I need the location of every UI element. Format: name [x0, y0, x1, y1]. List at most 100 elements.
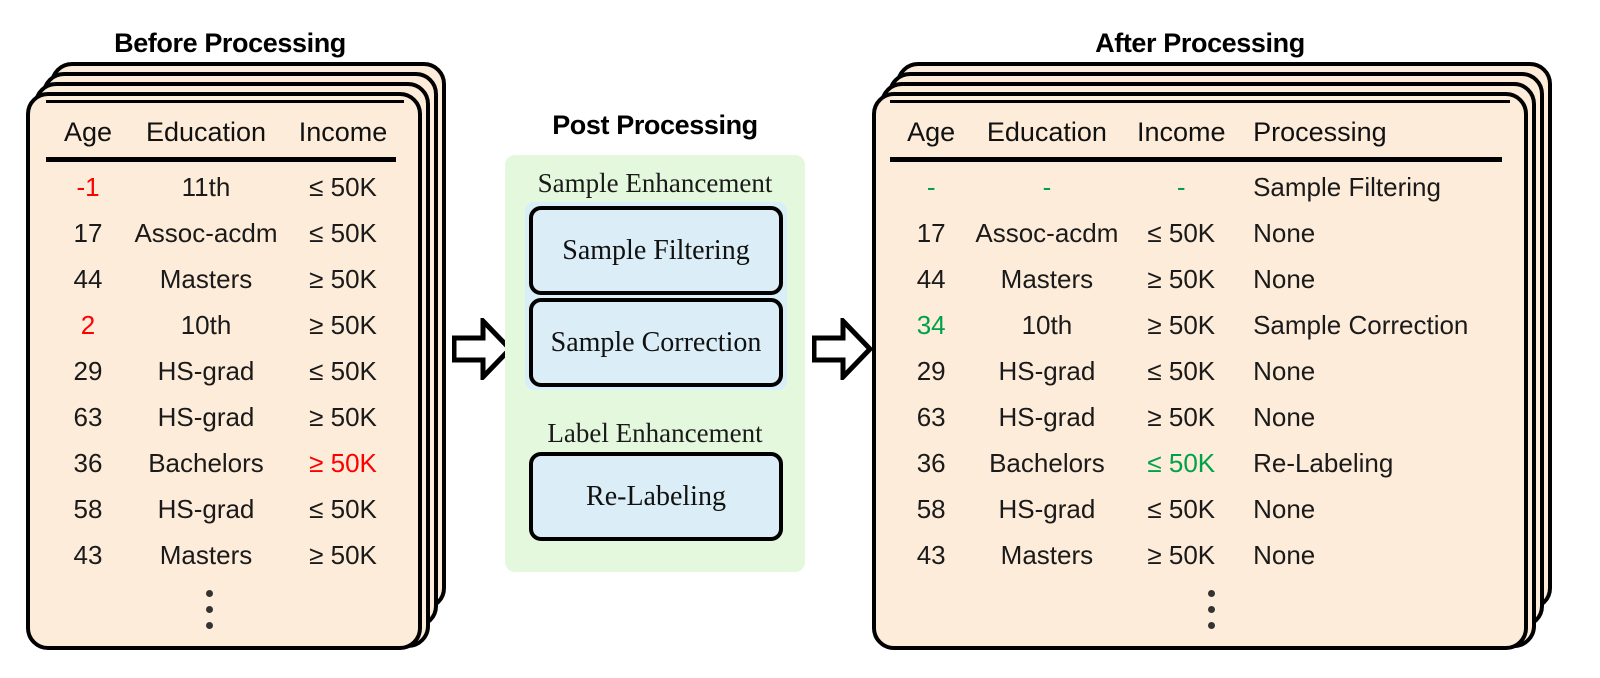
cell-income: ≥ 50K: [309, 539, 377, 570]
cell-income: ≥ 50K: [1147, 401, 1216, 432]
cell-age: 17: [916, 217, 946, 248]
arrow-processing-to-after: [811, 314, 874, 384]
cell-income: ≥ 50K: [1147, 309, 1216, 340]
before-col-header-age: Age: [63, 116, 113, 147]
cell-education: HS-grad: [998, 355, 1096, 386]
cell-income: -: [1176, 171, 1186, 202]
cell-education: Masters: [159, 539, 253, 570]
cell-age: -1: [76, 171, 100, 202]
cell-education: Assoc-acdm: [975, 217, 1119, 248]
cell-income: ≤ 50K: [309, 217, 377, 248]
sample-filtering-box[interactable]: Sample Filtering: [529, 206, 783, 295]
before-table-header-underline: [46, 157, 396, 162]
cell-age: 29: [73, 355, 103, 386]
cell-age: 58: [73, 493, 103, 524]
table-row: 58 HS-grad ≤ 50K: [46, 486, 404, 532]
cell-age: 17: [73, 217, 103, 248]
table-row: 34 10th ≥ 50K Sample Correction: [890, 302, 1510, 348]
after-col-header-income: Income: [1136, 116, 1226, 147]
post-processing-title: Post Processing: [552, 110, 758, 140]
cell-income: ≥ 50K: [1147, 539, 1216, 570]
before-table-continuation-ellipsis: [206, 590, 213, 629]
label-enhancement-group-label: Label Enhancement: [547, 418, 763, 448]
cell-education: 11th: [181, 171, 231, 202]
cell-education: Masters: [1000, 263, 1094, 294]
cell-income: ≤ 50K: [309, 493, 377, 524]
after-table-header-underline: [890, 157, 1502, 162]
table-row: -1 11th ≤ 50K: [46, 164, 404, 210]
before-table-body: -1 11th ≤ 50K 17 Assoc-acdm ≤ 50K 44 Mas…: [46, 164, 404, 578]
cell-education: Assoc-acdm: [134, 217, 278, 248]
cell-education: Bachelors: [148, 447, 264, 478]
re-labeling-box[interactable]: Re-Labeling: [529, 452, 783, 541]
cell-income: ≤ 50K: [309, 355, 377, 386]
cell-income: ≥ 50K: [309, 263, 377, 294]
cell-age: 36: [73, 447, 103, 478]
cell-age: 34: [916, 309, 946, 340]
cell-age: 63: [73, 401, 103, 432]
ellipsis-dot: [1208, 622, 1215, 629]
before-card-stack: Age Education Income -1 11th ≤ 50K 17 As…: [26, 62, 446, 650]
table-row: 44 Masters ≥ 50K: [46, 256, 404, 302]
cell-processing: Sample Filtering: [1253, 171, 1441, 202]
cell-age: -: [926, 171, 936, 202]
cell-processing: None: [1253, 539, 1316, 570]
cell-age: 43: [73, 539, 103, 570]
before-sheet-front: [26, 92, 422, 650]
cell-education: Masters: [1000, 539, 1094, 570]
cell-processing: None: [1253, 355, 1316, 386]
before-panel-title: Before Processing: [114, 28, 346, 58]
after-col-header-age: Age: [907, 116, 956, 147]
table-row: 36 Bachelors ≤ 50K Re-Labeling: [890, 440, 1510, 486]
cell-education: Bachelors: [989, 447, 1105, 478]
after-table: Age Education Income Processing - - - Sa…: [890, 100, 1510, 630]
cell-education: HS-grad: [157, 401, 255, 432]
sample-correction-box[interactable]: Sample Correction: [529, 298, 783, 387]
after-col-header-education: Education: [986, 116, 1107, 147]
cell-age: 2: [80, 309, 96, 340]
table-row: 58 HS-grad ≤ 50K None: [890, 486, 1510, 532]
cell-education: HS-grad: [157, 493, 255, 524]
table-row: 36 Bachelors ≥ 50K: [46, 440, 404, 486]
cell-income: ≥ 50K: [309, 401, 377, 432]
cell-age: 36: [916, 447, 946, 478]
table-row: 44 Masters ≥ 50K None: [890, 256, 1510, 302]
cell-processing: None: [1253, 401, 1316, 432]
after-table-continuation-ellipsis: [1208, 590, 1215, 629]
cell-education: Masters: [159, 263, 253, 294]
table-row: 29 HS-grad ≤ 50K: [46, 348, 404, 394]
after-sheet-front: [872, 92, 1528, 650]
ellipsis-dot: [206, 606, 213, 613]
cell-processing: None: [1253, 493, 1316, 524]
cell-age: 58: [916, 493, 946, 524]
cell-age: 29: [916, 355, 946, 386]
before-col-header-income: Income: [298, 116, 388, 147]
sample-enhancement-group-label: Sample Enhancement: [537, 168, 773, 198]
table-row: 63 HS-grad ≥ 50K: [46, 394, 404, 440]
cell-education: -: [1042, 171, 1052, 202]
cell-age: 63: [916, 401, 946, 432]
table-row: 17 Assoc-acdm ≤ 50K None: [890, 210, 1510, 256]
before-table: Age Education Income -1 11th ≤ 50K 17 As…: [46, 100, 404, 630]
table-row: 43 Masters ≥ 50K None: [890, 532, 1510, 578]
table-row: 43 Masters ≥ 50K: [46, 532, 404, 578]
table-row: 63 HS-grad ≥ 50K None: [890, 394, 1510, 440]
after-panel-title: After Processing: [1095, 28, 1305, 58]
cell-processing: Sample Correction: [1253, 309, 1469, 340]
cell-processing: Re-Labeling: [1253, 447, 1394, 478]
cell-education: HS-grad: [157, 355, 255, 386]
before-table-top-rule: [46, 100, 404, 103]
post-processing-panel: Sample Enhancement Sample Filtering Samp…: [505, 155, 805, 572]
cell-education: 10th: [1021, 309, 1073, 340]
cell-income: ≥ 50K: [309, 309, 377, 340]
ellipsis-dot: [206, 590, 213, 597]
cell-education: HS-grad: [998, 493, 1096, 524]
table-row: - - - Sample Filtering: [890, 164, 1510, 210]
after-card-stack: Age Education Income Processing - - - Sa…: [872, 62, 1552, 650]
arrow-before-to-processing: [451, 314, 514, 384]
ellipsis-dot: [206, 622, 213, 629]
after-table-header-row: Age Education Income Processing: [890, 110, 1510, 154]
after-table-top-rule: [890, 100, 1510, 103]
cell-income: ≥ 50K: [309, 447, 377, 478]
after-col-header-processing: Processing: [1253, 116, 1387, 147]
